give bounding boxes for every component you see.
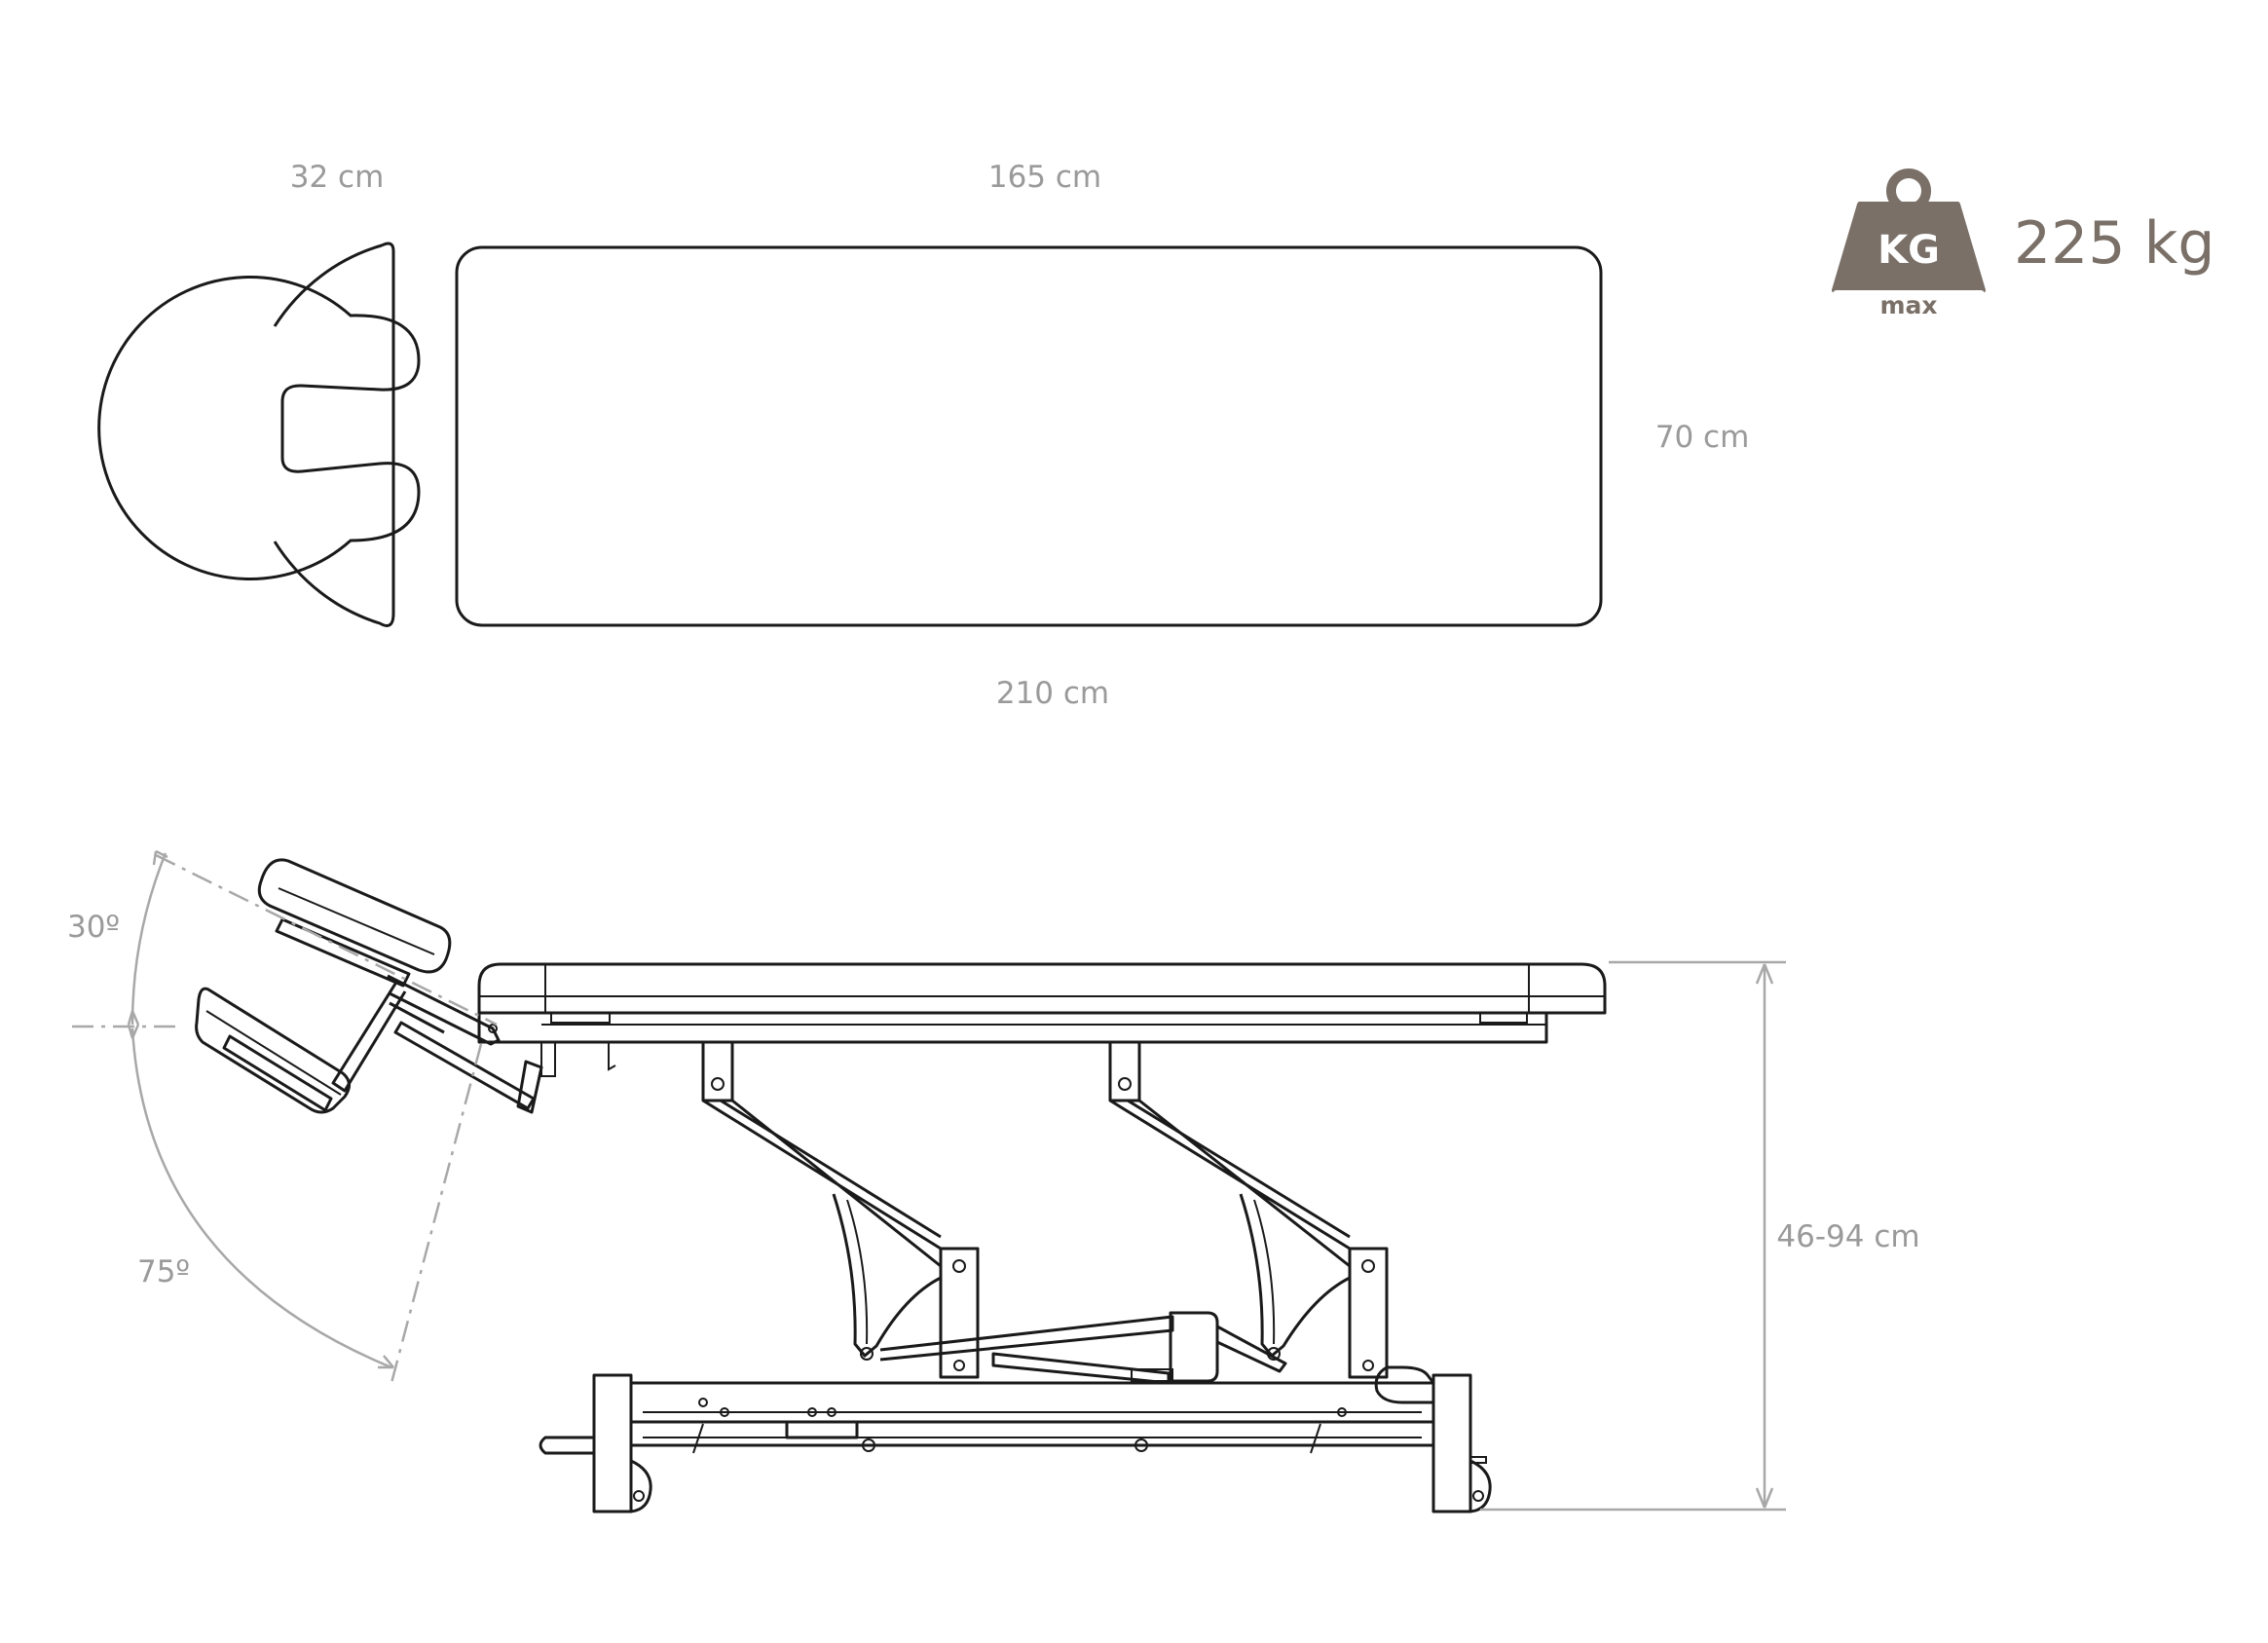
base-frame xyxy=(539,1365,1492,1513)
height-range-label: 46-94 cm xyxy=(1776,1219,1919,1254)
side-view: 30º 75º 46-94 cm xyxy=(67,849,1920,1513)
max-load-value: 225 kg xyxy=(2014,209,2214,278)
table-top-side xyxy=(477,962,1607,1077)
angle-down-label: 75º xyxy=(137,1254,190,1289)
height-dimension: 46-94 cm xyxy=(1480,960,1920,1512)
headrest-arms xyxy=(331,974,543,1114)
weight-icon-text: KG xyxy=(1878,228,1940,273)
headrest-length-label: 32 cm xyxy=(290,160,385,195)
lift-arm-left xyxy=(701,1040,980,1379)
angle-arrow-75 xyxy=(378,1355,394,1369)
headrest-raised xyxy=(257,858,452,988)
angle-up-label: 30º xyxy=(67,910,120,945)
weight-icon-subtext: max xyxy=(1879,291,1937,319)
max-load-badge: KG max 225 kg xyxy=(1832,168,2214,319)
angle-arrow-lower xyxy=(127,1010,140,1039)
lift-arm-right xyxy=(1108,1040,1389,1379)
top-view: 32 cm 165 cm 70 cm 210 cm xyxy=(97,160,1750,711)
headrest-top-outline xyxy=(273,242,395,627)
height-arrow-top xyxy=(1755,963,1774,985)
angle-indicators: 30º 75º xyxy=(67,849,498,1384)
height-arrow-bottom xyxy=(1755,1487,1774,1509)
headrest-lowered xyxy=(195,987,351,1114)
total-length-label: 210 cm xyxy=(996,676,1109,711)
angle-arrow-30 xyxy=(152,849,168,866)
top-length-label: 165 cm xyxy=(988,160,1101,195)
weight-kg-icon: KG max xyxy=(1832,168,1986,319)
top-width-label: 70 cm xyxy=(1655,420,1750,455)
face-cradle-outline xyxy=(97,276,421,580)
table-top-outline xyxy=(455,245,1603,627)
